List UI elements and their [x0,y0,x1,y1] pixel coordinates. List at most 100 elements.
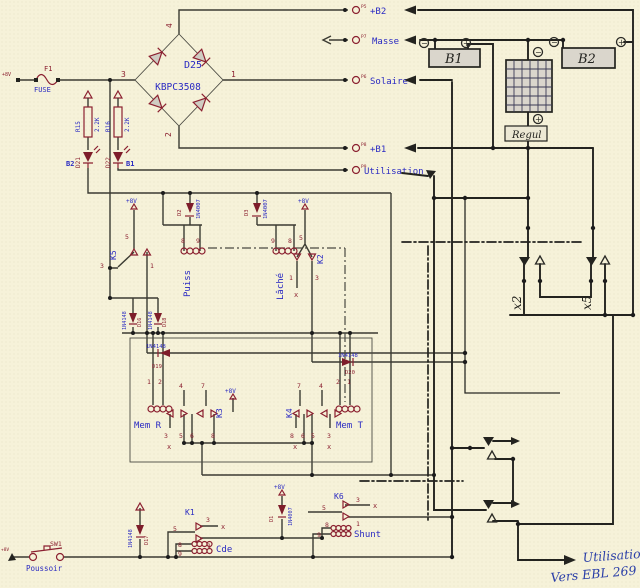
arrow-down-icon [426,170,436,179]
plus-terminal-icon [460,37,472,49]
bridge-pin-top: 4 [165,23,174,28]
pin: 9 [317,531,321,539]
relay-name: Lâché [275,273,286,300]
branch-leads [87,98,119,150]
diode-icon [342,358,352,366]
terminal-pad [16,78,20,82]
pin: 6 [190,432,194,440]
diode-part: 1N4007 [288,507,294,526]
bridge-pin-bottom: 2 [164,132,173,137]
minus-terminal-icon [418,37,430,49]
note-x5: x5 [580,296,594,310]
up-arrow-icon [134,501,146,511]
hand-utilisation-arm [401,172,429,177]
connector-pin-icon [351,5,361,15]
bridge-diode-icon [148,47,167,66]
contact-open-icon [486,512,498,523]
pin: 4 [179,382,183,390]
relay-ref: K6 [334,492,344,501]
module-frame-mem [129,337,373,463]
minus-terminal-icon [532,46,544,58]
up-arrow-icon [129,202,139,210]
arrow-right-icon [564,555,576,565]
switch-ref: SW1 [50,540,62,548]
diode-part: 1N4148 [148,311,154,330]
contact-filled-icon [586,257,597,266]
x-mark: x [167,443,171,451]
contact-icon [129,247,152,256]
pin: 3 [164,432,168,440]
led-ref: D22 [105,157,112,168]
diode-ref: D2 [177,209,183,216]
contact-filled-icon [483,500,494,509]
pin: 6 [301,432,305,440]
pin: 5 [322,504,326,512]
pin: 3 [206,516,210,524]
relay-name: Puiss [183,270,193,297]
connector-label-solaire: Solaire [370,77,408,87]
hand-rect-region [464,198,560,394]
x-mark: x [221,523,225,531]
minus-glyph: − [535,48,542,57]
connector-pin-icon [351,143,361,153]
up-arrow-icon [277,488,287,496]
hand-wire-masse-net [419,39,564,61]
pin: 9 [196,237,200,245]
contact-icon [292,253,317,262]
pin: 2 [336,378,340,386]
coil-icon [180,247,206,255]
resistor-icon [113,106,123,138]
bridge-pin-right: 1 [231,70,236,79]
pin: 3 [315,274,319,282]
hand-wire-output-pairs [433,440,519,525]
relay-k6: K6 5 3 x 1 8 9 Shunt [317,492,381,540]
wire-top-nets [18,9,391,268]
pin: 8 [288,237,292,245]
pin: 3 [327,432,331,440]
minus-terminal-icon [548,36,560,48]
diode-icon [253,203,261,213]
contact-open-icon [599,254,611,265]
wires-cad [12,9,465,558]
pin: 7 [297,382,301,390]
up-arrow-icon [300,202,310,210]
note-vers-ebl: Vers EBL 269 [550,563,637,585]
plus-glyph: + [463,39,470,48]
switch-name: Poussoir [26,564,63,573]
solar-grid [506,60,552,112]
relay-name: Cde [216,545,232,555]
dashdot-cad-link [208,247,346,402]
pushbutton-sw1: +8V SW1 Poussoir [1,540,65,573]
pin: 8 [181,237,185,245]
resistor-ref: R16 [105,121,112,132]
pin: 1 [150,262,154,270]
bridge-diamond [134,33,224,127]
indicator-branches: R15 2.2K R16 2.2K D21 B2 D22 B1 [66,89,134,168]
pin: 1 [147,378,151,386]
diode-ref: D17 [144,536,150,545]
hand-contacts: x2 x5 Utilisation Vers EBL 269 [483,254,640,585]
pin: 1 [347,378,351,386]
hand-wire-regul-net [433,111,594,511]
relay-ref: K2 [316,254,325,264]
battery-b2 [561,47,616,69]
minus-glyph: − [421,39,428,48]
connector-pin-number: P5 [361,4,367,10]
supply-label: +8V [274,484,285,491]
bridge-diode-icon [148,94,167,113]
diode-icon [278,505,286,515]
coil-icon [330,524,352,538]
connector-label-utilisation: Utilisation [364,167,424,177]
connector-pin-number: P8 [361,142,367,148]
battery-b1-label: B1 [444,52,463,67]
switch-contact-icon [55,552,65,562]
bridge-diode-icon [192,93,211,112]
fuse-icon [35,73,59,86]
pin: 8 [178,541,182,549]
regul-label: Regul [511,130,542,141]
plus-terminal-icon [615,36,627,48]
coil-icon [147,405,173,413]
switch-lever-icon [30,545,63,553]
supply-terminal-label: +8V [2,72,11,78]
